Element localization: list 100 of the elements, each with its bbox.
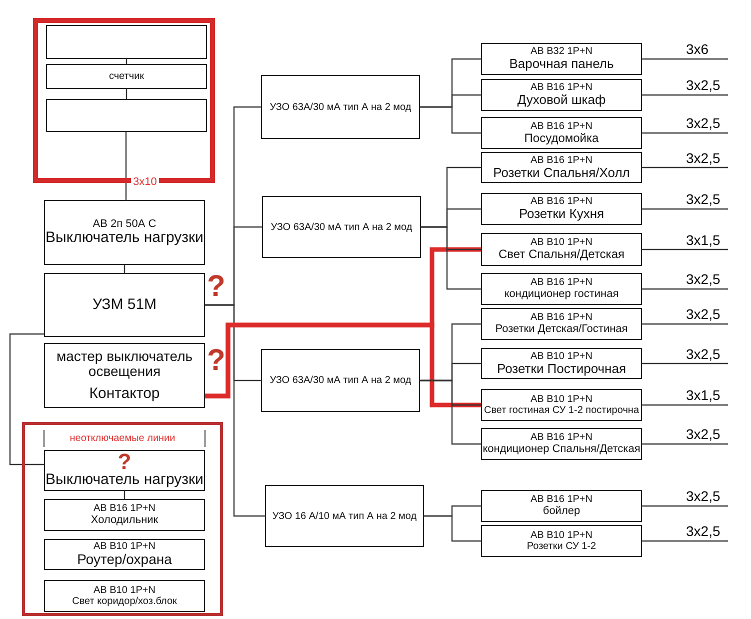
wire (126, 89, 128, 99)
device-label: АВ В16 1Р+N (530, 120, 592, 132)
device-label: АВ В16 1Р+N (530, 277, 592, 288)
device-label: Холодильник (90, 514, 158, 527)
wire (205, 304, 265, 517)
device-box (481, 152, 642, 183)
cable-size: 3x1,5 (684, 388, 722, 404)
cable-line (642, 540, 728, 542)
device-box (481, 428, 642, 460)
cable-line (642, 323, 728, 325)
cable-size: 3x6 (684, 42, 711, 58)
device-label: Розетки Спальня/Холл (493, 166, 630, 180)
cable-size: 3x1,5 (684, 232, 722, 248)
cable-line (642, 288, 728, 290)
cable-size: 3x2,5 (684, 524, 722, 540)
empty-box (46, 25, 207, 59)
cable-line (642, 166, 728, 168)
device-label: Выключатель нагрузки (46, 230, 204, 247)
device-label: АВ 2п 50А С (92, 218, 156, 230)
device-label: Розетки СУ 1-2 (526, 541, 596, 552)
section-heading: неотключаемые линии (70, 433, 176, 444)
cable-line (642, 58, 728, 60)
device-label: кондиционер гостиная (504, 288, 619, 301)
device-box (44, 580, 205, 612)
device-label: Розетки Кухня (518, 207, 604, 222)
device-label: ? (118, 452, 132, 472)
device-box (481, 273, 642, 305)
wire (9, 333, 44, 466)
device-box (261, 75, 420, 139)
device-label: АВ В10 1Р+N (530, 237, 592, 248)
device-label: Контактор (89, 386, 160, 402)
device-box (262, 196, 421, 258)
device-box (481, 193, 642, 225)
cable-line (642, 132, 728, 134)
device-label: кондиционер Спальня/Детская (482, 443, 640, 456)
device-box (481, 233, 642, 266)
device-label: Свет коридор/хоз.блок (72, 596, 177, 607)
device-box (481, 348, 642, 379)
device-label: Роутер/охрана (77, 552, 172, 568)
device-box (481, 525, 642, 557)
cable-size: 3x2,5 (684, 346, 722, 362)
cable-size: 3x2,5 (684, 307, 722, 322)
cable-line (642, 248, 728, 250)
cable-size: 3x2,5 (684, 116, 722, 132)
cable-line (642, 505, 728, 507)
device-box (481, 389, 642, 421)
highlight-frame (22, 422, 223, 616)
device-label: Духовой шкаф (517, 93, 606, 108)
wire (424, 515, 481, 542)
device-label: АВ В16 1Р+N (94, 503, 156, 514)
device-label: АВ В16 1Р+N (530, 494, 592, 506)
device-label: АВ В10 1Р+N (530, 530, 592, 541)
cable-line (642, 208, 728, 210)
device-label: счетчик (108, 71, 144, 82)
device-label: Варочная панель (509, 57, 614, 72)
device-box (44, 200, 205, 265)
question-mark: ? (207, 272, 226, 302)
wire (421, 226, 481, 290)
device-label: УЗО 63А/30 мА тип А на 2 мод (270, 102, 412, 112)
cable-size: 3x2,5 (684, 427, 722, 442)
device-label: Посудомойка (524, 132, 599, 146)
cable-line (642, 404, 728, 406)
device-label: АВ В16 1Р+N (530, 196, 592, 208)
question-mark: ? (207, 346, 226, 376)
edge-label: 3х10 (131, 176, 159, 188)
device-label: АВ В10 1Р+N (94, 541, 156, 552)
wire (420, 380, 481, 445)
cable-line (642, 94, 728, 96)
device-label: УЗО 63А/30 мА тип А на 2 мод (270, 375, 412, 386)
cable-size: 3x2,5 (684, 150, 722, 166)
device-label: АВ В10 1Р+N (94, 585, 156, 596)
device-label: АВ В16 1Р+N (530, 154, 592, 166)
device-box (481, 43, 642, 75)
cable-size: 3x2,5 (684, 78, 722, 94)
wire (125, 132, 127, 200)
device-label: бойлер (542, 505, 580, 518)
device-box (46, 64, 207, 89)
cable-size: 3x2,5 (684, 272, 722, 288)
device-box (261, 349, 420, 412)
device-box (481, 490, 642, 522)
device-label: УЗО 63А/30 мА тип А на 2 мод (270, 222, 412, 232)
device-label: УЗО 16 А/10 мА тип А на 2 мод (272, 510, 417, 522)
wire (420, 106, 481, 134)
wire (205, 322, 481, 408)
device-label: Свет гостиная СУ 1-2 постирочна (484, 405, 640, 416)
device-box (481, 117, 642, 149)
cable-size: 3x2,5 (684, 192, 722, 208)
cable-line (642, 443, 728, 445)
device-box (265, 485, 424, 547)
empty-box (46, 99, 207, 132)
device-box (44, 450, 205, 491)
device-label: УЗМ 51М (92, 296, 157, 314)
device-label: Розетки Детская/Гостиная (495, 323, 628, 336)
device-label: АВ В16 1Р+N (530, 82, 592, 94)
device-label: Выключатель нагрузки (46, 472, 204, 489)
device-box (481, 79, 642, 111)
device-box (481, 308, 642, 340)
device-label: Свет Спальня/Детская (498, 248, 624, 262)
cable-line (642, 362, 728, 364)
cable-size: 3x2,5 (684, 489, 722, 504)
